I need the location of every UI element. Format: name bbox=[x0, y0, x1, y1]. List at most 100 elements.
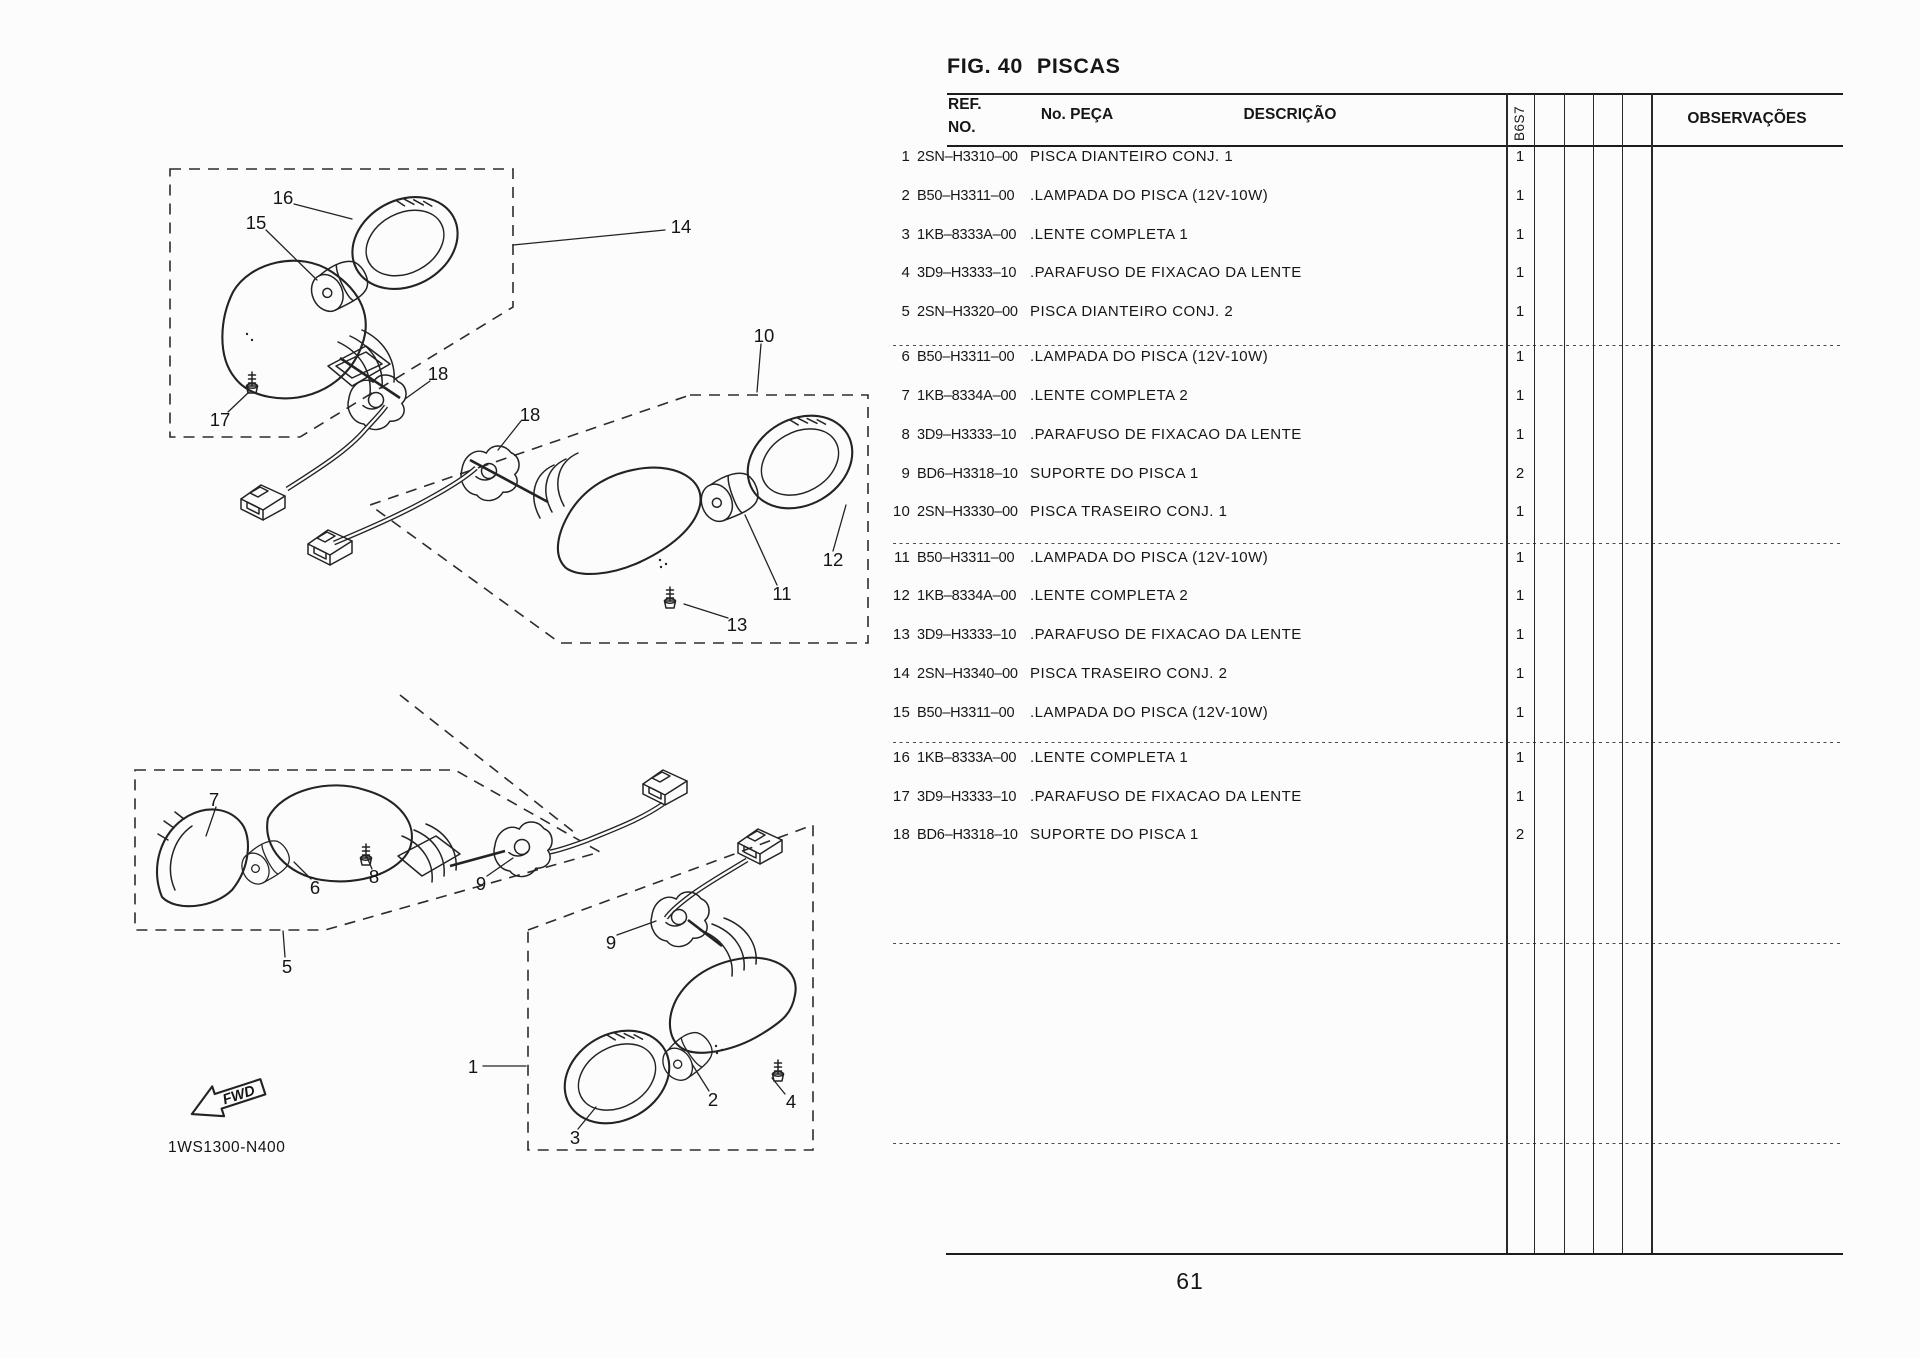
col-header-ref-1: REF. bbox=[948, 96, 982, 113]
diagram-code: 1WS1300-N400 bbox=[168, 1139, 286, 1156]
part-label-13: 13 bbox=[727, 614, 748, 635]
part-label-11: 11 bbox=[772, 583, 791, 604]
ref-no-cell: 9 bbox=[901, 464, 910, 482]
qty-cell: 1 bbox=[1515, 264, 1525, 282]
description-cell: .LAMPADA DO PISCA (12V-10W) bbox=[1030, 186, 1269, 204]
part-label-2: 2 bbox=[708, 1089, 718, 1110]
page-number: 61 bbox=[1176, 1268, 1204, 1294]
table-top-rule bbox=[947, 93, 1843, 96]
part-no-cell: 1KB–8334A–00 bbox=[917, 588, 1017, 605]
part-no-cell: 3D9–H3333–10 bbox=[917, 426, 1017, 443]
qty-cell: 1 bbox=[1515, 348, 1525, 366]
part-no-cell: 1KB–8333A–00 bbox=[917, 749, 1017, 766]
qty-cell: 1 bbox=[1515, 626, 1525, 643]
column-rule bbox=[1564, 93, 1566, 1253]
part-label-17: 17 bbox=[210, 409, 231, 430]
part-no-cell: 2SN–H3330–00 bbox=[917, 504, 1018, 521]
description-cell: PISCA DIANTEIRO CONJ. 2 bbox=[1030, 303, 1234, 320]
part-label-12: 12 bbox=[823, 549, 844, 570]
ref-no-cell: 12 bbox=[892, 587, 910, 605]
qty-cell: 1 bbox=[1515, 503, 1525, 521]
part-no-cell: B50–H3311–00 bbox=[917, 704, 1015, 721]
table-bottom-rule bbox=[946, 1253, 1843, 1256]
part-label-6: 6 bbox=[310, 877, 320, 898]
ref-no-cell: 2 bbox=[901, 186, 910, 204]
part-no-cell: 2SN–H3310–00 bbox=[917, 149, 1018, 165]
col-header-ref-2: NO. bbox=[948, 119, 976, 136]
part-label-10: 10 bbox=[754, 325, 775, 346]
part-no-cell: 2SN–H3340–00 bbox=[917, 665, 1018, 682]
part-label-18: 18 bbox=[520, 404, 541, 425]
description-cell: PISCA TRASEIRO CONJ. 1 bbox=[1030, 503, 1228, 521]
ref-no-cell: 5 bbox=[901, 303, 910, 320]
ref-no-cell: 6 bbox=[901, 348, 910, 366]
part-no-cell: B50–H3311–00 bbox=[917, 549, 1015, 566]
description-cell: PISCA TRASEIRO CONJ. 2 bbox=[1030, 664, 1228, 682]
part-no-cell: 1KB–8334A–00 bbox=[917, 388, 1017, 404]
col-header-observations: OBSERVAÇÕES bbox=[1687, 110, 1807, 127]
part-label-8: 8 bbox=[369, 866, 379, 887]
ref-no-cell: 16 bbox=[892, 748, 910, 766]
qty-cell: 1 bbox=[1515, 748, 1525, 766]
description-cell: .LAMPADA DO PISCA (12V-10W) bbox=[1030, 703, 1269, 721]
column-rule bbox=[1593, 93, 1595, 1253]
description-cell: .PARAFUSO DE FIXACAO DA LENTE bbox=[1030, 787, 1302, 805]
diagram-dashed-boxes bbox=[134, 168, 869, 1151]
col-header-model-code: B6S7 bbox=[1512, 105, 1528, 141]
description-cell: .LENTE COMPLETA 1 bbox=[1030, 748, 1189, 766]
group-separator bbox=[893, 1143, 1843, 1145]
description-cell: .PARAFUSO DE FIXACAO DA LENTE bbox=[1030, 425, 1302, 443]
fwd-label: FWD bbox=[221, 1083, 258, 1109]
group-separator bbox=[893, 741, 1843, 743]
description-cell: SUPORTE DO PISCA 1 bbox=[1030, 826, 1199, 844]
ref-no-cell: 10 bbox=[892, 503, 910, 521]
front-signal-1 bbox=[221, 178, 475, 521]
description-cell: .LAMPADA DO PISCA (12V-10W) bbox=[1030, 548, 1269, 566]
ref-no-cell: 18 bbox=[892, 826, 910, 844]
part-no-cell: 3D9–H3333–10 bbox=[917, 788, 1017, 805]
part-no-cell: 1KB–8333A–00 bbox=[917, 226, 1017, 243]
description-cell: PISCA DIANTEIRO CONJ. 1 bbox=[1030, 148, 1234, 165]
ref-no-cell: 4 bbox=[901, 264, 910, 282]
part-no-cell: 3D9–H3333–10 bbox=[917, 627, 1017, 643]
ref-no-cell: 8 bbox=[901, 425, 910, 443]
ref-no-cell: 3 bbox=[901, 225, 910, 243]
ref-no-cell: 11 bbox=[894, 548, 910, 566]
description-cell: .LENTE COMPLETA 1 bbox=[1030, 225, 1189, 243]
part-label-7: 7 bbox=[209, 789, 219, 810]
part-label-3: 3 bbox=[570, 1127, 580, 1148]
qty-cell: 1 bbox=[1515, 703, 1525, 721]
part-no-cell: B50–H3311–00 bbox=[917, 349, 1015, 366]
part-label-1: 1 bbox=[468, 1056, 478, 1077]
ref-no-cell: 1 bbox=[901, 148, 910, 165]
rear-signal-1 bbox=[307, 396, 871, 609]
group-separator bbox=[893, 543, 1843, 545]
fwd-arrow-icon: FWD bbox=[190, 1078, 267, 1118]
description-cell: .PARAFUSO DE FIXACAO DA LENTE bbox=[1030, 626, 1302, 643]
part-label-15: 15 bbox=[246, 212, 267, 233]
part-label-9: 9 bbox=[606, 932, 616, 953]
col-header-description: DESCRIÇÃO bbox=[1243, 106, 1337, 123]
part-no-cell: 3D9–H3333–10 bbox=[917, 265, 1017, 282]
qty-cell: 2 bbox=[1515, 464, 1525, 482]
leader-lines bbox=[205, 203, 847, 1130]
qty-cell: 1 bbox=[1515, 587, 1525, 605]
part-no-cell: B50–H3311–00 bbox=[917, 187, 1015, 204]
description-cell: .LENTE COMPLETA 2 bbox=[1030, 587, 1189, 605]
figure-number: FIG. 40 bbox=[947, 54, 1023, 78]
column-rule bbox=[1651, 93, 1653, 1253]
description-cell: .PARAFUSO DE FIXACAO DA LENTE bbox=[1030, 264, 1302, 282]
qty-cell: 1 bbox=[1515, 548, 1525, 566]
column-rule bbox=[1506, 93, 1508, 1253]
ref-no-cell: 15 bbox=[892, 703, 910, 721]
description-cell: .LAMPADA DO PISCA (12V-10W) bbox=[1030, 348, 1269, 366]
group-separator bbox=[893, 344, 1843, 346]
col-header-part-no: No. PEÇA bbox=[1040, 106, 1114, 123]
qty-cell: 1 bbox=[1515, 787, 1525, 805]
front-signal-2 bbox=[155, 769, 688, 908]
qty-cell: 1 bbox=[1515, 664, 1525, 682]
qty-cell: 1 bbox=[1515, 387, 1525, 404]
